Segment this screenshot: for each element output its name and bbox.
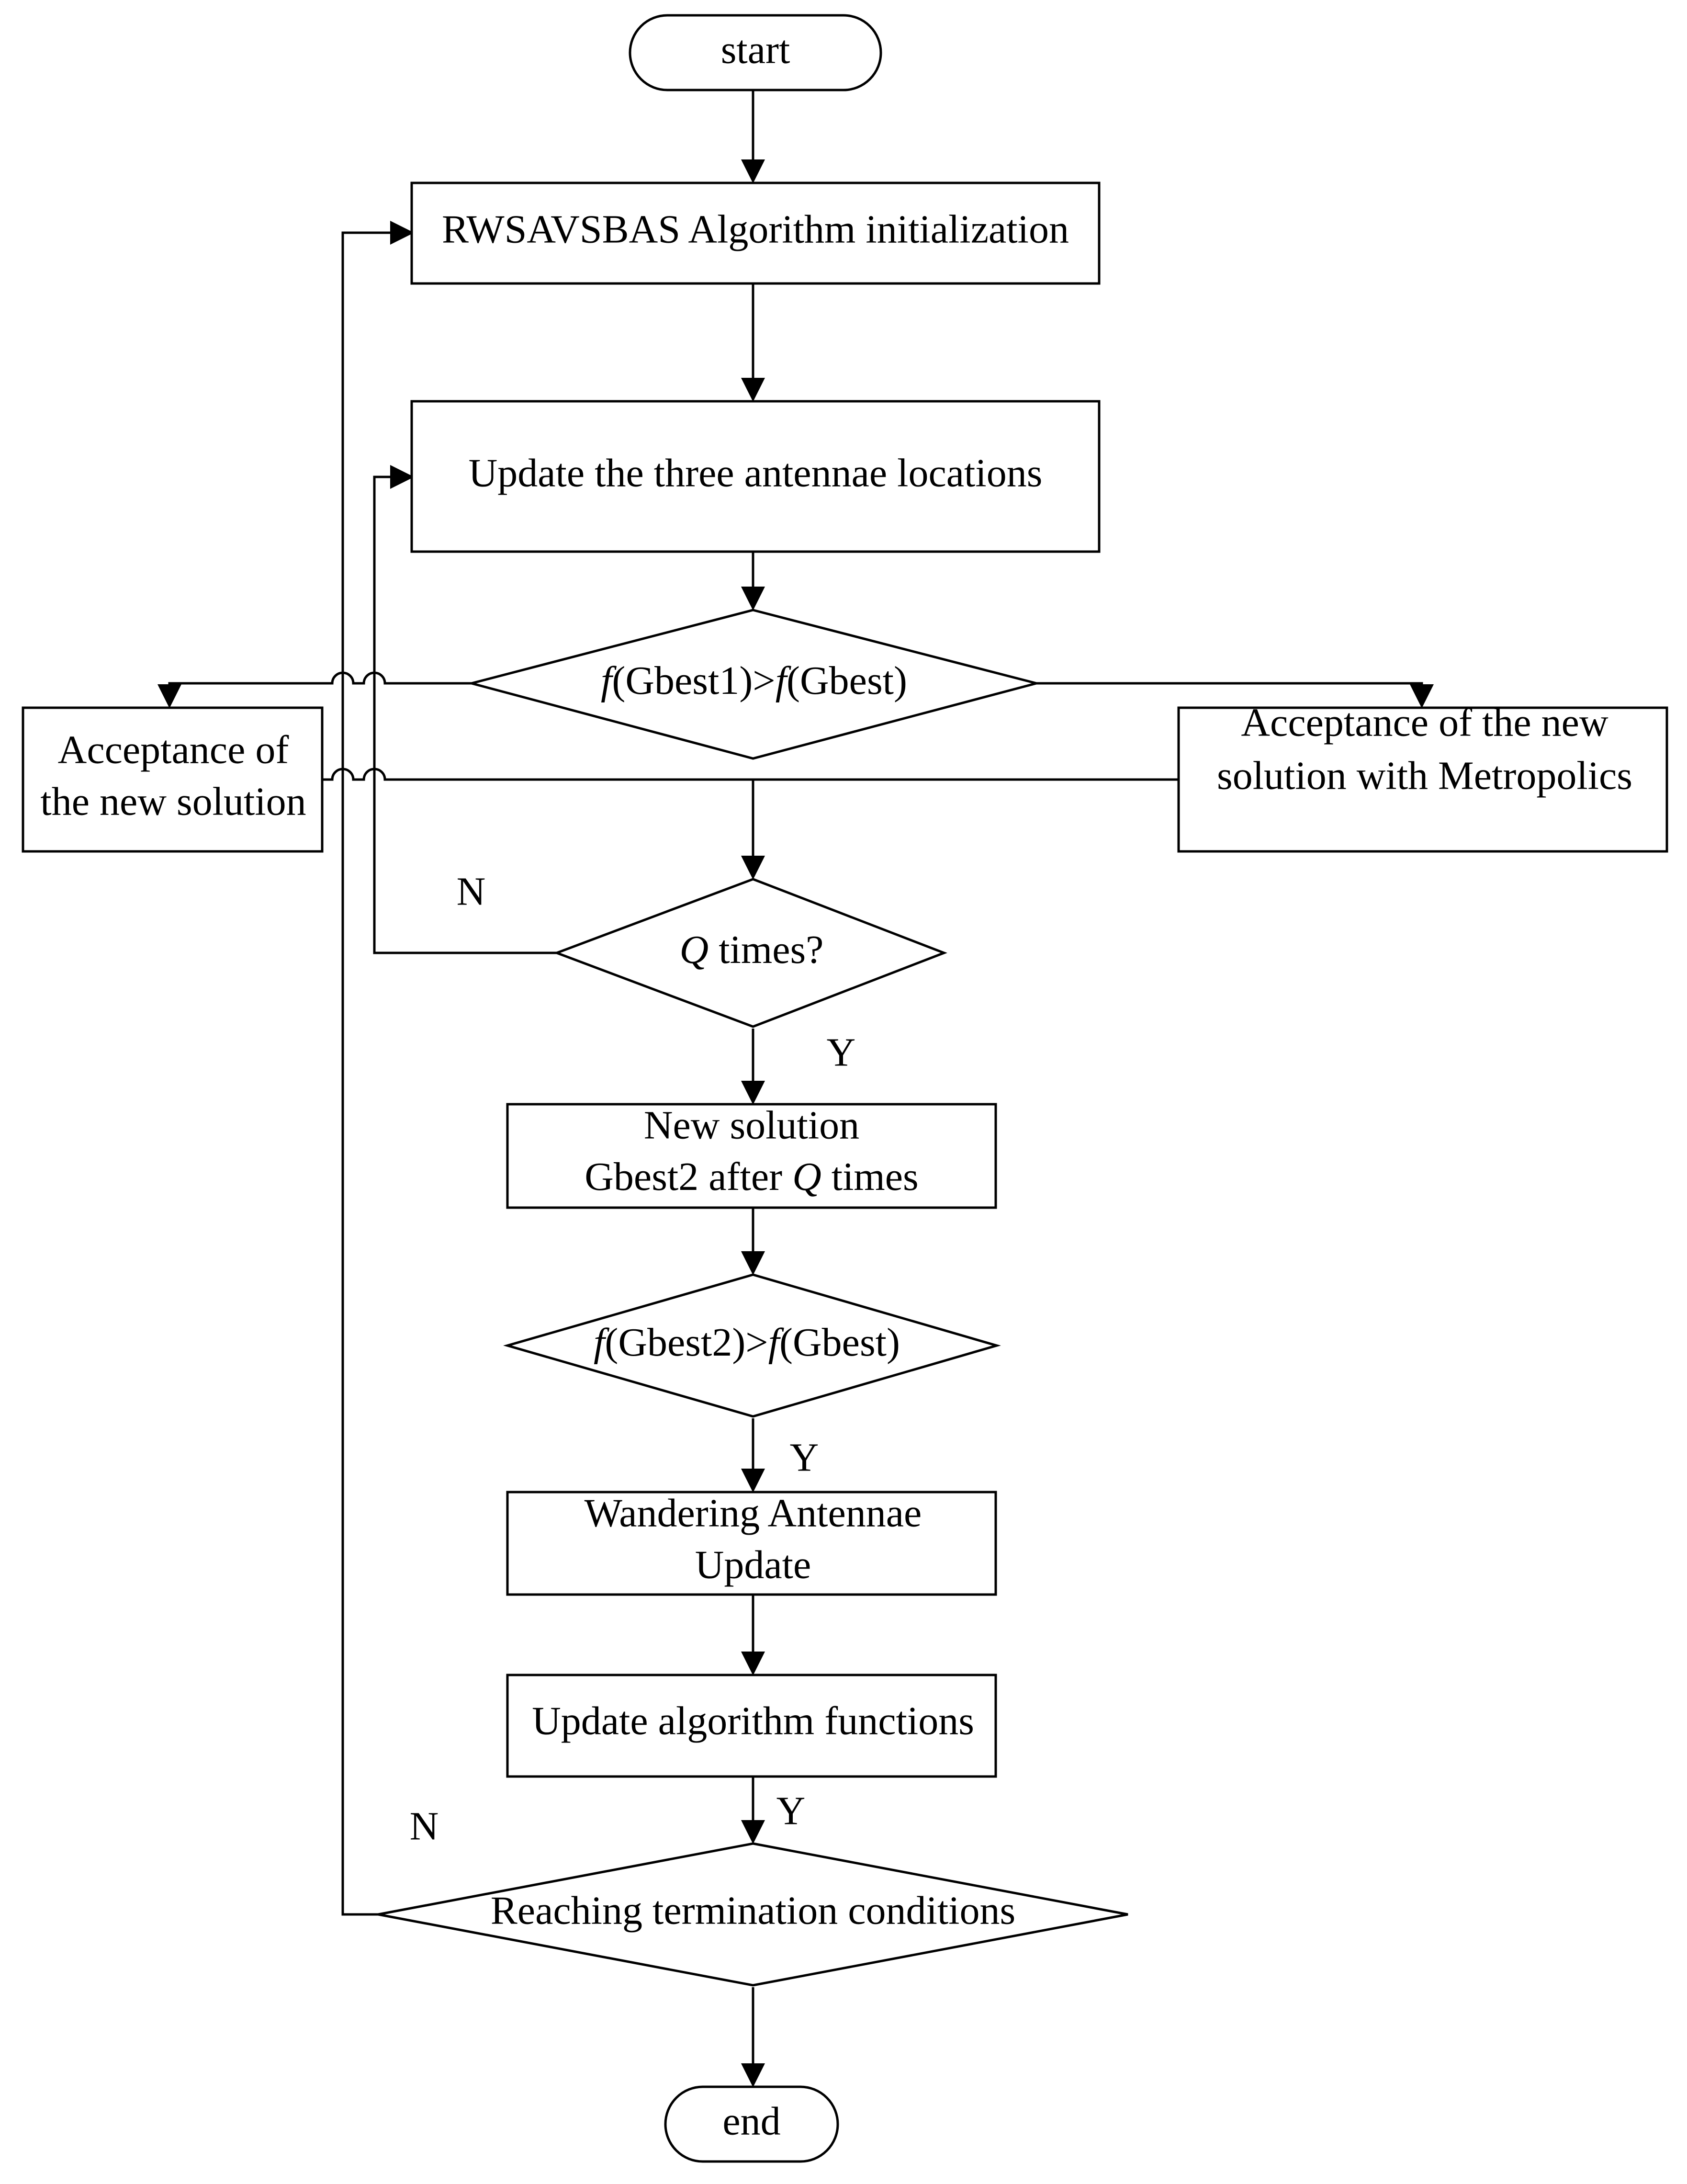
- decision-gbest2-post: (Gbest): [779, 1320, 900, 1365]
- termination-node: Reaching termination conditions: [378, 1842, 1128, 1987]
- update-antennae-node: Update the three antennae locations: [410, 400, 1101, 553]
- update-functions-node: Update algorithm functions: [506, 1674, 997, 1778]
- new-solution-line2-post: times: [821, 1154, 919, 1199]
- accept-right-line1: Acceptance of the new: [1241, 700, 1608, 745]
- accept-right-node: Acceptance of the new solution with Metr…: [1177, 700, 1668, 853]
- new-solution-box: [506, 1103, 997, 1209]
- decision-q-label: Q times?: [680, 928, 824, 972]
- decision-gbest2-label: f(Gbest2)>f(Gbest): [594, 1320, 900, 1365]
- arrow-decision1-to-accept-left: [157, 671, 472, 708]
- decision-gbest2-diamond: [503, 1273, 1001, 1418]
- termination-diamond: [378, 1842, 1128, 1987]
- functions-yes-label: Y: [776, 1788, 806, 1833]
- decision-q-q: Q: [680, 928, 709, 972]
- accept-left-line1: Acceptance of: [58, 727, 289, 772]
- edge-labels: N Y Y Y N: [410, 869, 856, 1848]
- decision-gbest2-node: f(Gbest2)>f(Gbest): [503, 1273, 1001, 1418]
- new-solution-line2-pre: Gbest2 after: [585, 1154, 792, 1199]
- arrow-decision1-to-accept-right: [1036, 682, 1434, 708]
- start-terminal: [629, 14, 882, 91]
- accept-left-line2: the new solution: [40, 779, 306, 824]
- accept-right-line2: solution with Metropolics: [1217, 753, 1632, 798]
- update-functions-label: Update algorithm functions: [532, 1698, 974, 1743]
- update-antennae-label: Update the three antennae locations: [469, 451, 1043, 495]
- start-label: start: [721, 27, 790, 72]
- decision-gbest1-node: f(Gbest1)>f(Gbest): [467, 609, 1041, 760]
- new-solution-line1: New solution: [644, 1103, 859, 1147]
- end-label: end: [722, 2099, 780, 2143]
- wandering-line1: Wandering Antennae: [585, 1491, 922, 1535]
- wandering-node: Wandering Antennae Update: [506, 1491, 997, 1596]
- decision-q-diamond: [553, 878, 947, 1028]
- term-no-label: N: [410, 1804, 439, 1848]
- new-solution-line2: Gbest2 after Q times: [585, 1154, 919, 1199]
- arrow-q-no-feedback: [373, 465, 557, 954]
- update-functions-box: [506, 1674, 997, 1778]
- accept-left-node: Acceptance of the new solution: [22, 706, 324, 853]
- accept-left-box: [22, 706, 324, 853]
- init-box: [410, 181, 1101, 285]
- decision-gbest1-diamond: [467, 609, 1041, 760]
- decision-gbest1-post: (Gbest): [787, 658, 907, 703]
- wandering-line2: Update: [695, 1542, 811, 1587]
- new-solution-node: New solution Gbest2 after Q times: [506, 1103, 997, 1209]
- decision-gbest1-label: f(Gbest1)>f(Gbest): [601, 658, 907, 703]
- accept-right-box: [1177, 706, 1668, 853]
- new-solution-line2-q: Q: [792, 1154, 821, 1199]
- init-node: RWSAVSBAS Algorithm initialization: [410, 181, 1101, 285]
- decision-q-rest: times?: [709, 928, 823, 972]
- connectors: [157, 91, 1434, 2087]
- termination-label: Reaching termination conditions: [491, 1888, 1015, 1933]
- update-antennae-box: [410, 400, 1101, 553]
- line-accept-left-join: [322, 768, 753, 781]
- gbest2-yes-label: Y: [790, 1435, 819, 1480]
- wandering-box: [506, 1491, 997, 1596]
- q-yes-label: Y: [827, 1030, 856, 1075]
- q-no-label: N: [457, 869, 486, 914]
- end-node: end: [664, 2085, 839, 2163]
- decision-gbest1-mid: (Gbest1)>: [612, 658, 775, 703]
- decision-gbest2-mid: (Gbest2)>: [605, 1320, 768, 1365]
- end-terminal: [664, 2085, 839, 2163]
- start-node: start: [629, 14, 882, 91]
- init-label: RWSAVSBAS Algorithm initialization: [442, 207, 1069, 251]
- arrow-term-no-feedback: [341, 221, 414, 1916]
- decision-q-node: Q times?: [553, 878, 947, 1028]
